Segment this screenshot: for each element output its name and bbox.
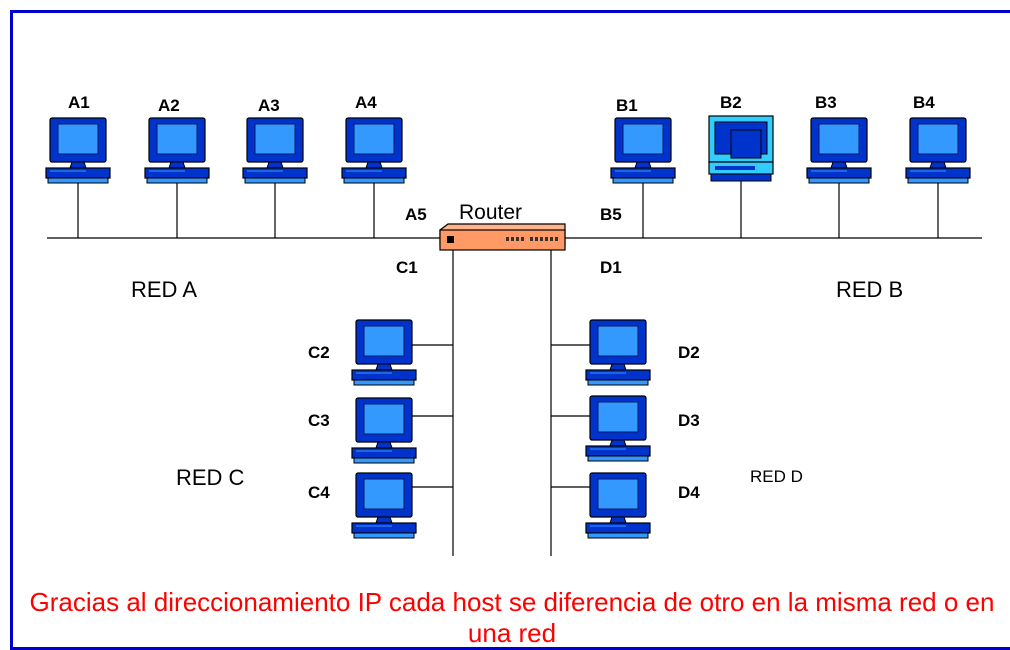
network-label-a: RED A bbox=[131, 277, 198, 302]
caption-text: Gracias al direccionamiento IP cada host… bbox=[29, 587, 995, 648]
host-label-c1: C1 bbox=[396, 258, 418, 277]
host-label-d3: D3 bbox=[678, 411, 700, 430]
host-label-b5: B5 bbox=[600, 205, 622, 224]
host-label-b1: B1 bbox=[616, 96, 638, 115]
computer-b1-icon bbox=[610, 117, 676, 184]
host-label-d1: D1 bbox=[600, 258, 622, 277]
computer-a4-icon bbox=[341, 117, 407, 184]
computer-a3-icon bbox=[242, 117, 308, 184]
network-label-c: RED C bbox=[176, 465, 245, 490]
host-label-a3: A3 bbox=[258, 96, 280, 115]
computer-c2-icon bbox=[351, 319, 417, 386]
host-label-a5: A5 bbox=[405, 205, 427, 224]
host-label-c3: C3 bbox=[308, 411, 330, 430]
network-label-b: RED B bbox=[836, 277, 904, 302]
host-label-c4: C4 bbox=[308, 483, 330, 502]
host-label-c2: C2 bbox=[308, 343, 330, 362]
router-icon bbox=[439, 223, 566, 251]
computer-d3-icon bbox=[585, 395, 651, 462]
host-label-d4: D4 bbox=[678, 483, 700, 502]
host-label-b3: B3 bbox=[815, 93, 837, 112]
computer-a1-icon bbox=[45, 117, 111, 184]
host-label-d2: D2 bbox=[678, 343, 700, 362]
host-label-b2: B2 bbox=[720, 93, 742, 112]
computer-b3-icon bbox=[806, 117, 872, 184]
host-label-a4: A4 bbox=[355, 93, 377, 112]
computer-d4-icon bbox=[585, 472, 651, 539]
computer-c3-icon bbox=[351, 397, 417, 464]
computer-d2-icon bbox=[585, 319, 651, 386]
host-label-a1: A1 bbox=[68, 93, 90, 112]
computer-c4-icon bbox=[351, 472, 417, 539]
computer-a2-icon bbox=[144, 117, 210, 184]
host-label-a2: A2 bbox=[158, 96, 180, 115]
network-label-d: RED D bbox=[750, 467, 803, 486]
computer-b2-icon bbox=[708, 115, 774, 182]
host-label-b4: B4 bbox=[913, 93, 935, 112]
router-label: Router bbox=[459, 201, 523, 224]
computer-b4-icon bbox=[905, 117, 971, 184]
